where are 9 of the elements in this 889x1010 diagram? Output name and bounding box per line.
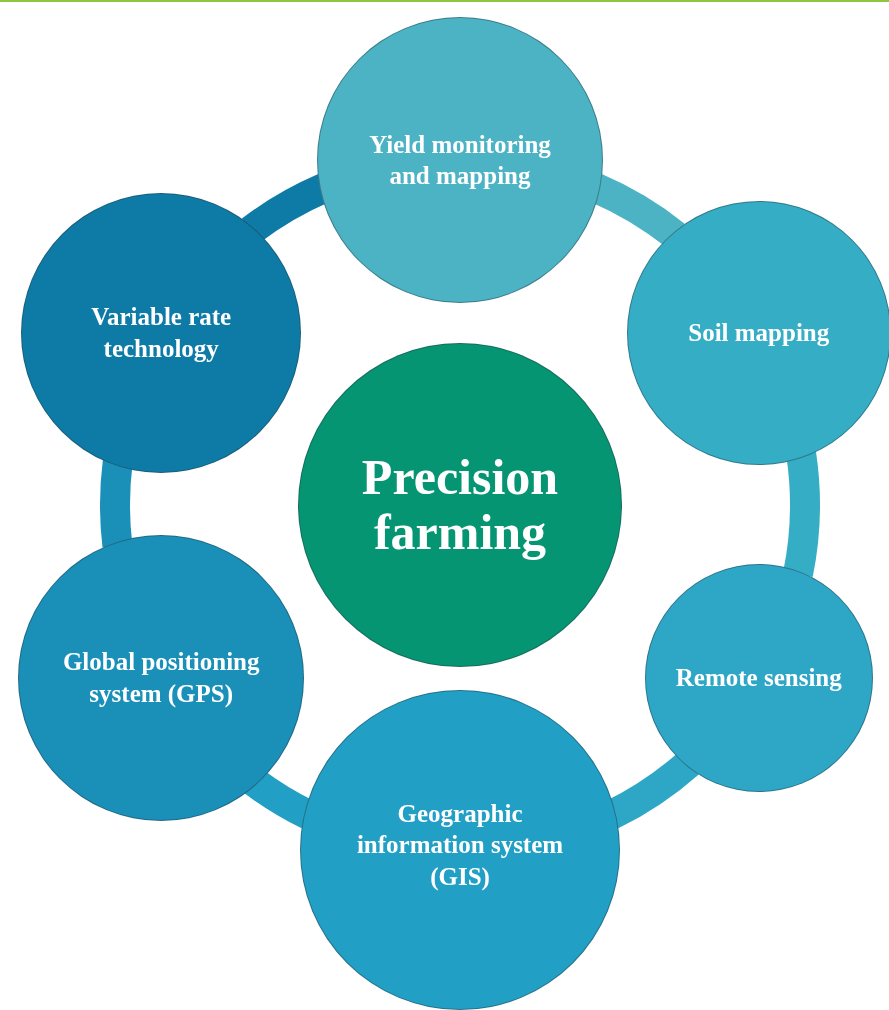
topic-label: Global positioning system (GPS) [61, 647, 261, 709]
ring-connector [100, 459, 133, 548]
topic-label: Soil mapping [687, 317, 831, 348]
topic-label: Yield monitoring and mapping [368, 129, 552, 191]
title-label: Precision farming [360, 450, 560, 560]
topic-label: Geographic information system (GIS) [355, 799, 565, 892]
topic-label: Variable rate technology [90, 302, 233, 364]
topic-label: Remote sensing [674, 662, 843, 693]
ring-connector [783, 451, 820, 577]
